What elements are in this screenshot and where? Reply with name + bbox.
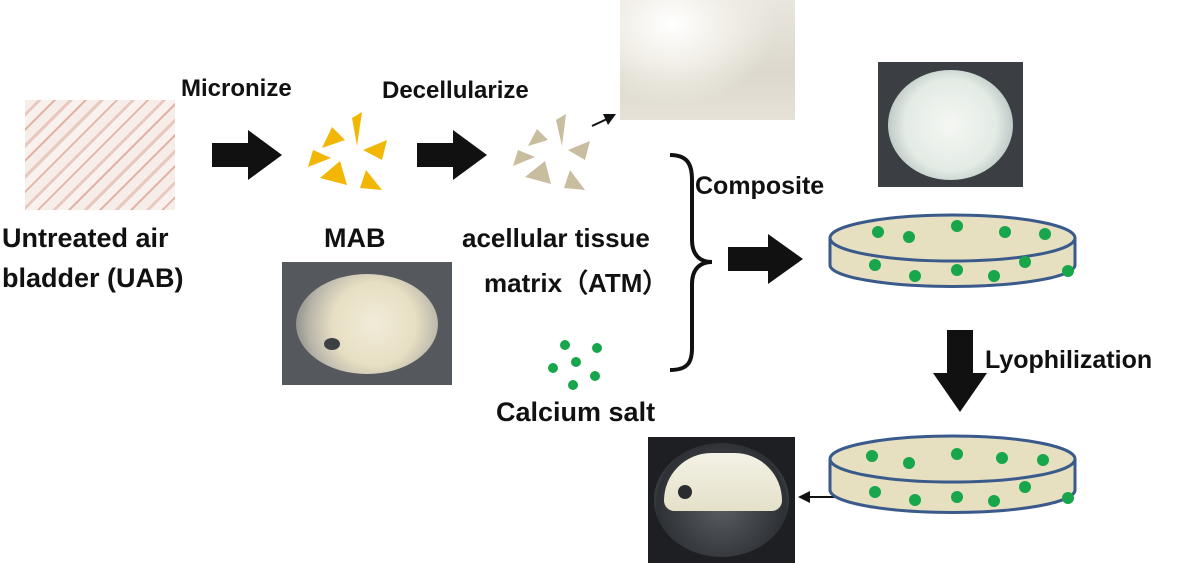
- composite-dish-icon: [828, 213, 1077, 288]
- lyophilization-label: Lyophilization: [985, 346, 1153, 374]
- calcium-particles-icon: [548, 340, 602, 390]
- mab-fragments-icon: [308, 112, 387, 190]
- arrow-right-icon: [212, 130, 282, 180]
- mab-label: MAB: [324, 223, 386, 253]
- composite-label: Composite: [695, 172, 825, 200]
- micronize-label: Micronize: [181, 75, 292, 102]
- small-arrow-icon: [591, 114, 616, 127]
- arrow-right-icon: [728, 234, 803, 284]
- arrow-right-icon: [417, 130, 487, 180]
- scaffold-photo: [648, 437, 795, 563]
- composite-photo: [878, 62, 1023, 187]
- uab-label-line1: Untreated air: [2, 223, 169, 253]
- uab-photo: [25, 100, 175, 210]
- atm-photo: [620, 0, 795, 120]
- atm-label-line1: acellular tissue: [462, 223, 650, 253]
- small-arrow-left-icon: [798, 491, 838, 503]
- arrow-down-icon: [933, 330, 987, 412]
- atm-label-line2: matrix（ATM）: [484, 268, 669, 298]
- lyophilized-dish-icon: [828, 434, 1077, 514]
- calcium-salt-label: Calcium salt: [496, 397, 656, 427]
- curly-brace-icon: [669, 153, 713, 372]
- uab-label-line2: bladder (UAB): [2, 263, 184, 293]
- atm-fragments-icon: [513, 114, 590, 190]
- mab-photo: [282, 262, 452, 385]
- decellularize-label: Decellularize: [382, 77, 529, 104]
